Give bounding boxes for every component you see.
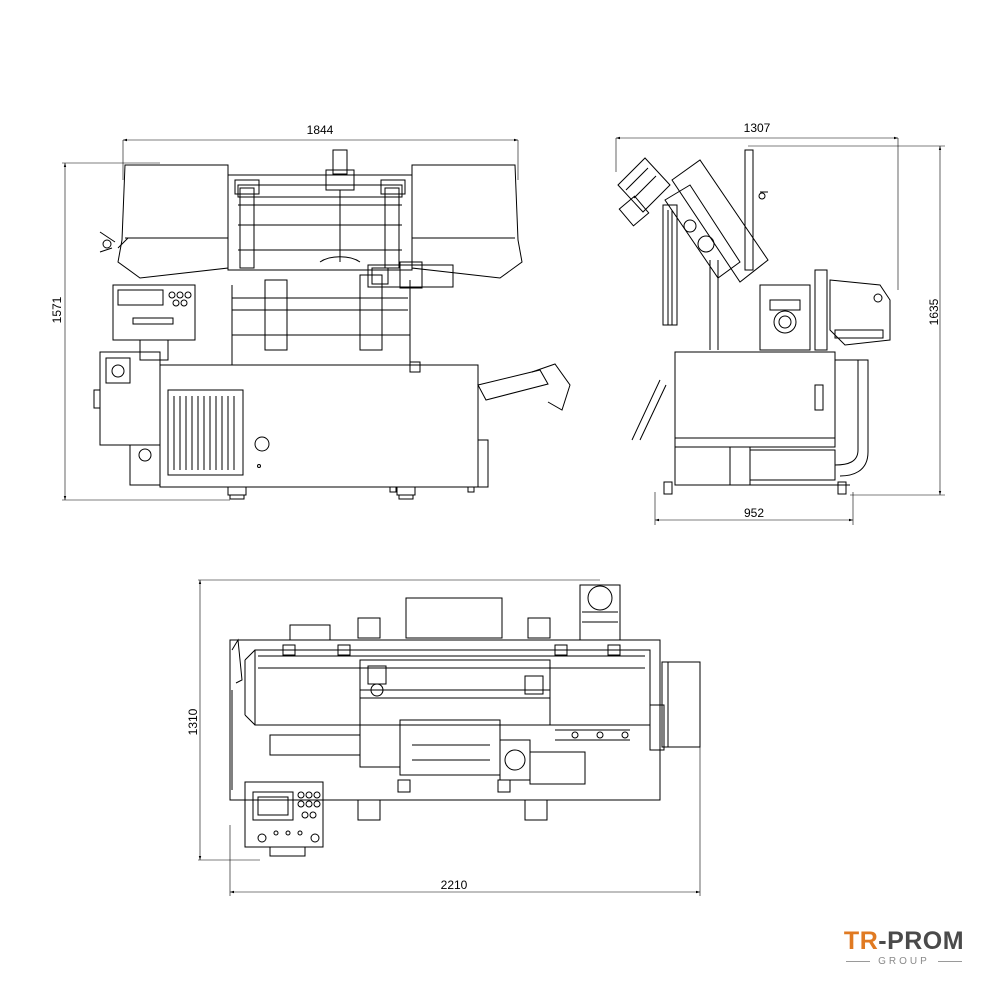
front-base-cabinet xyxy=(159,364,479,488)
dimension-side-height: 1635 xyxy=(748,145,945,496)
left-blade-guard xyxy=(117,164,229,279)
dimension-front-height: 1571 xyxy=(50,162,230,501)
top-control-panel xyxy=(244,781,324,857)
top-base-frame xyxy=(229,639,661,801)
front-vent-grille xyxy=(167,389,244,476)
dimension-front-width: 1844 xyxy=(122,123,519,180)
dimension-top-width: 2210 xyxy=(229,740,701,896)
front-view: 1844 1571 xyxy=(50,123,571,501)
side-view: 1307 1635 952 xyxy=(615,121,945,525)
right-blade-guard xyxy=(411,164,523,279)
dimension-side-base-width: 952 xyxy=(654,492,854,525)
top-motor xyxy=(579,584,621,641)
top-view: 1310 2210 xyxy=(186,579,701,896)
dim-label-side-base-width: 952 xyxy=(744,506,764,520)
logo-rule-right xyxy=(937,961,962,962)
side-motor xyxy=(617,157,671,227)
dimension-side-width-top: 1307 xyxy=(615,121,899,290)
dim-label-side-height: 1635 xyxy=(927,298,941,325)
dim-label-top-height: 1310 xyxy=(186,708,200,735)
logo-group-text: GROUP xyxy=(878,956,930,967)
dim-label-front-width: 1844 xyxy=(307,123,334,137)
logo-wordmark: TR-PROM xyxy=(838,928,970,954)
logo-subtitle: GROUP xyxy=(838,956,970,967)
logo-prom: -PROM xyxy=(878,927,965,955)
side-base-cabinet xyxy=(674,351,836,448)
logo-tr: TR xyxy=(843,927,879,955)
dimension-top-height: 1310 xyxy=(186,579,600,861)
brand-logo: TR-PROM GROUP xyxy=(838,928,970,967)
dim-label-side-width-top: 1307 xyxy=(744,121,771,135)
dim-label-top-width: 2210 xyxy=(441,878,468,892)
logo-rule-left xyxy=(846,961,871,962)
dim-label-front-height: 1571 xyxy=(50,296,64,323)
